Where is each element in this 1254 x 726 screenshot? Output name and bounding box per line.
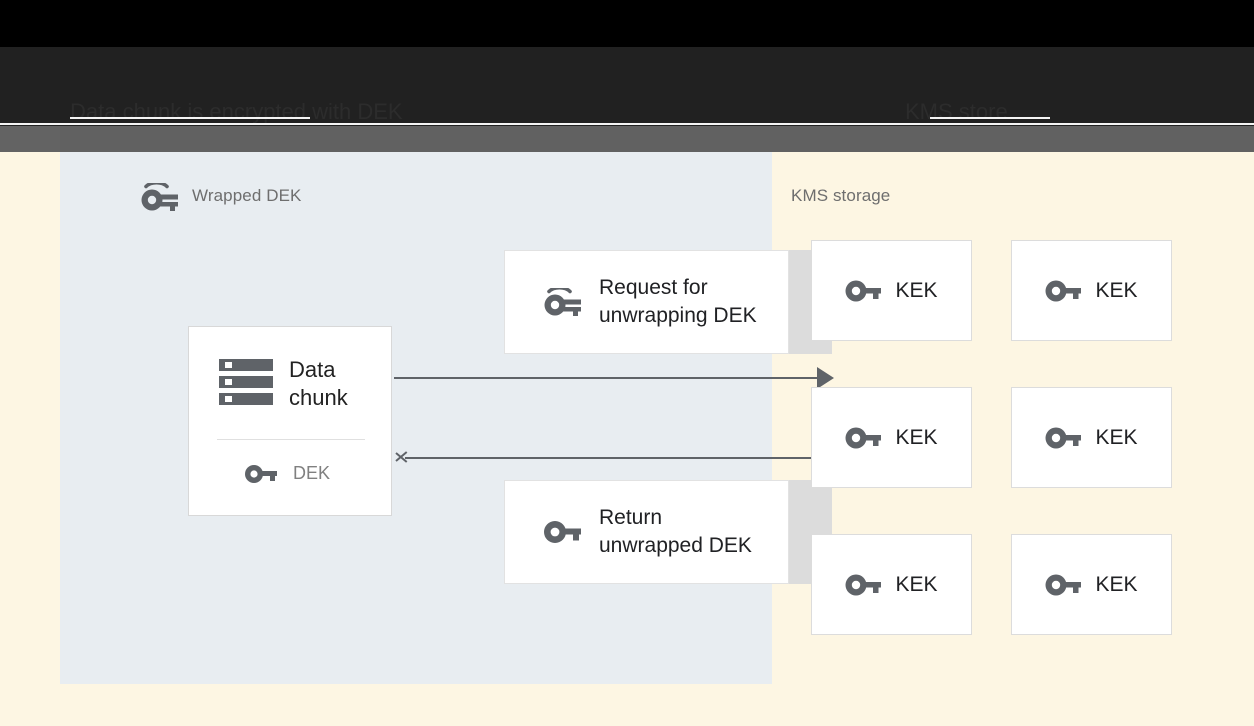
kek-box[interactable]: KEK (1011, 534, 1172, 635)
data-chunk-divider (217, 439, 365, 440)
kek-box[interactable]: KEK (1011, 240, 1172, 341)
header-rule-seg-1 (70, 117, 310, 119)
return-unwrapped-card[interactable]: Return unwrapped DEK (504, 480, 789, 584)
arrow-to-kms-line (394, 377, 826, 379)
wrapped-key-icon (543, 288, 581, 316)
wrapped-dek-panel: Wrapped DEK Data chunk (60, 152, 834, 684)
request-unwrap-label: Request for unwrapping DEK (599, 276, 757, 327)
key-icon (845, 426, 882, 450)
wrapped-key-icon (140, 183, 178, 211)
data-chunk-row: Data chunk (219, 356, 348, 412)
page-header-bar: Data chunk is encrypted with DEK and sto… (0, 47, 1254, 126)
top-black-bar (0, 0, 1254, 47)
kms-storage-panel-title: KMS storage (791, 186, 891, 205)
diagram-canvas: Wrapped DEK Data chunk (0, 152, 1254, 726)
arrow-to-kms-head (817, 367, 834, 389)
kek-box[interactable]: KEK (1011, 387, 1172, 488)
wrapped-dek-panel-title: Wrapped DEK (192, 186, 302, 205)
key-icon (845, 279, 882, 303)
key-icon (543, 519, 581, 545)
arrow-to-data-line (405, 457, 832, 459)
key-icon (245, 464, 277, 484)
kek-label: KEK (895, 572, 938, 596)
header-rule-1 (0, 123, 1254, 125)
data-chunk-label: Data chunk (289, 357, 348, 410)
kek-box[interactable]: KEK (811, 240, 972, 341)
kek-box[interactable]: KEK (811, 534, 972, 635)
key-icon (845, 573, 882, 597)
kek-box[interactable]: KEK (811, 387, 972, 488)
data-chunk-card[interactable]: Data chunk DEK (188, 326, 392, 516)
request-unwrap-card[interactable]: Request for unwrapping DEK (504, 250, 789, 354)
arrow-to-data-head (396, 448, 412, 464)
secondary-gray-bar-left (0, 126, 60, 152)
key-icon (1045, 573, 1082, 597)
key-icon (1045, 279, 1082, 303)
kek-label: KEK (1095, 572, 1138, 596)
data-chunk-dek-row: DEK (245, 463, 330, 484)
kek-label: KEK (895, 278, 938, 302)
secondary-gray-bar (0, 126, 1254, 152)
key-icon (1045, 426, 1082, 450)
page-heading-left: Data chunk is encrypted with DEK and sto… (70, 99, 403, 124)
page-heading-right: KMS store never leaves (905, 99, 1008, 124)
kek-grid: KEK KEK KEK (811, 240, 1172, 635)
kek-label: KEK (1095, 278, 1138, 302)
kek-label: KEK (1095, 425, 1138, 449)
kek-label: KEK (895, 425, 938, 449)
return-unwrapped-label: Return unwrapped DEK (599, 506, 752, 557)
data-chunk-dek-label: DEK (293, 463, 331, 483)
server-stack-icon (219, 359, 273, 409)
header-rule-seg-4 (930, 117, 1050, 119)
